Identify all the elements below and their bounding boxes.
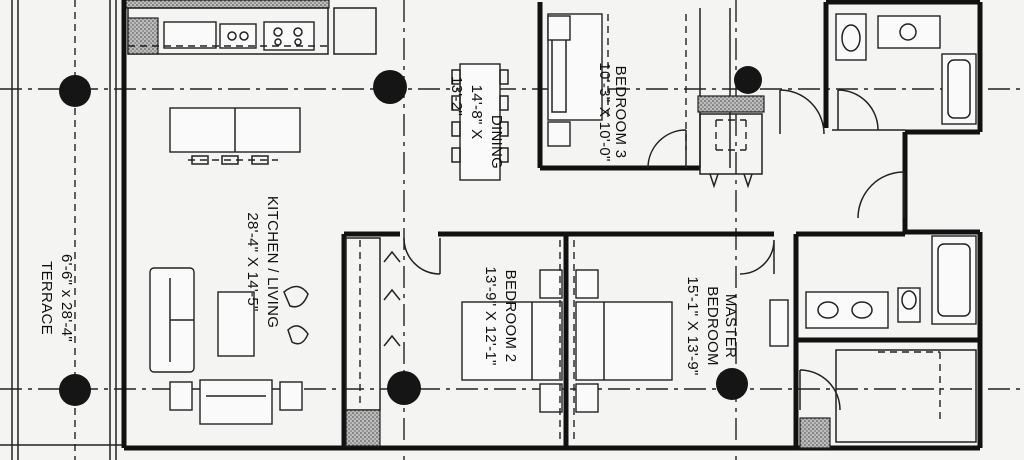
column	[734, 66, 762, 94]
svg-text:14'-8" X: 14'-8" X	[468, 85, 485, 140]
bedroom2-furniture	[345, 237, 563, 447]
column	[59, 75, 91, 107]
svg-text:DINING: DINING	[488, 115, 505, 169]
bedroom3-label: BEDROOM 3 10'-3" X 10'-0"	[596, 62, 629, 161]
column	[373, 70, 407, 104]
closet-core	[697, 95, 765, 189]
column	[59, 374, 91, 406]
bathroom-bottom	[799, 235, 977, 449]
dining-label: DINING	[488, 115, 505, 169]
dining-table	[451, 63, 509, 181]
column	[387, 371, 421, 405]
kitchen-living-label: KITCHEN / LIVING 28'-4" X 14'-5"	[244, 196, 281, 328]
column	[716, 368, 748, 400]
bedroom3-furniture	[547, 13, 687, 150]
svg-text:10'-3" X 10'-0": 10'-3" X 10'-0"	[596, 62, 613, 161]
svg-text:MASTER: MASTER	[722, 294, 739, 358]
dining-dims-label: 14'-8" X	[468, 85, 485, 140]
svg-text:6'-6" x 28'-4": 6'-6" x 28'-4"	[58, 254, 75, 342]
kitchen-island	[169, 107, 301, 165]
walls	[121, 0, 983, 451]
svg-text:15'-1" X 13'-9": 15'-1" X 13'-9"	[684, 276, 701, 375]
bathroom-top	[779, 13, 977, 135]
dining-dims2-label: 13'-2"	[448, 76, 465, 116]
kitchen-counter	[127, 17, 328, 55]
svg-text:KITCHEN / LIVING: KITCHEN / LIVING	[264, 196, 281, 328]
master-bedroom-label: MASTER BEDROOM 15'-1" X 13'-9"	[684, 276, 739, 375]
terrace-label: TERRACE 6'-6" x 28'-4"	[38, 254, 75, 342]
svg-text:13'-2": 13'-2"	[448, 76, 465, 116]
bedroom2-label: BEDROOM 2 13'-9" X 12'-1"	[482, 266, 519, 365]
svg-text:TERRACE: TERRACE	[38, 261, 55, 335]
svg-text:BEDROOM 2: BEDROOM 2	[502, 270, 519, 363]
master-furniture	[573, 129, 905, 440]
svg-text:28'-4" X 14'-5": 28'-4" X 14'-5"	[244, 212, 261, 311]
svg-text:13'-9" X 12'-1": 13'-9" X 12'-1"	[482, 266, 499, 365]
structural-columns	[59, 66, 762, 406]
svg-text:BEDROOM 3: BEDROOM 3	[612, 66, 629, 159]
living-furniture	[149, 267, 309, 425]
svg-text:BEDROOM: BEDROOM	[704, 286, 721, 366]
